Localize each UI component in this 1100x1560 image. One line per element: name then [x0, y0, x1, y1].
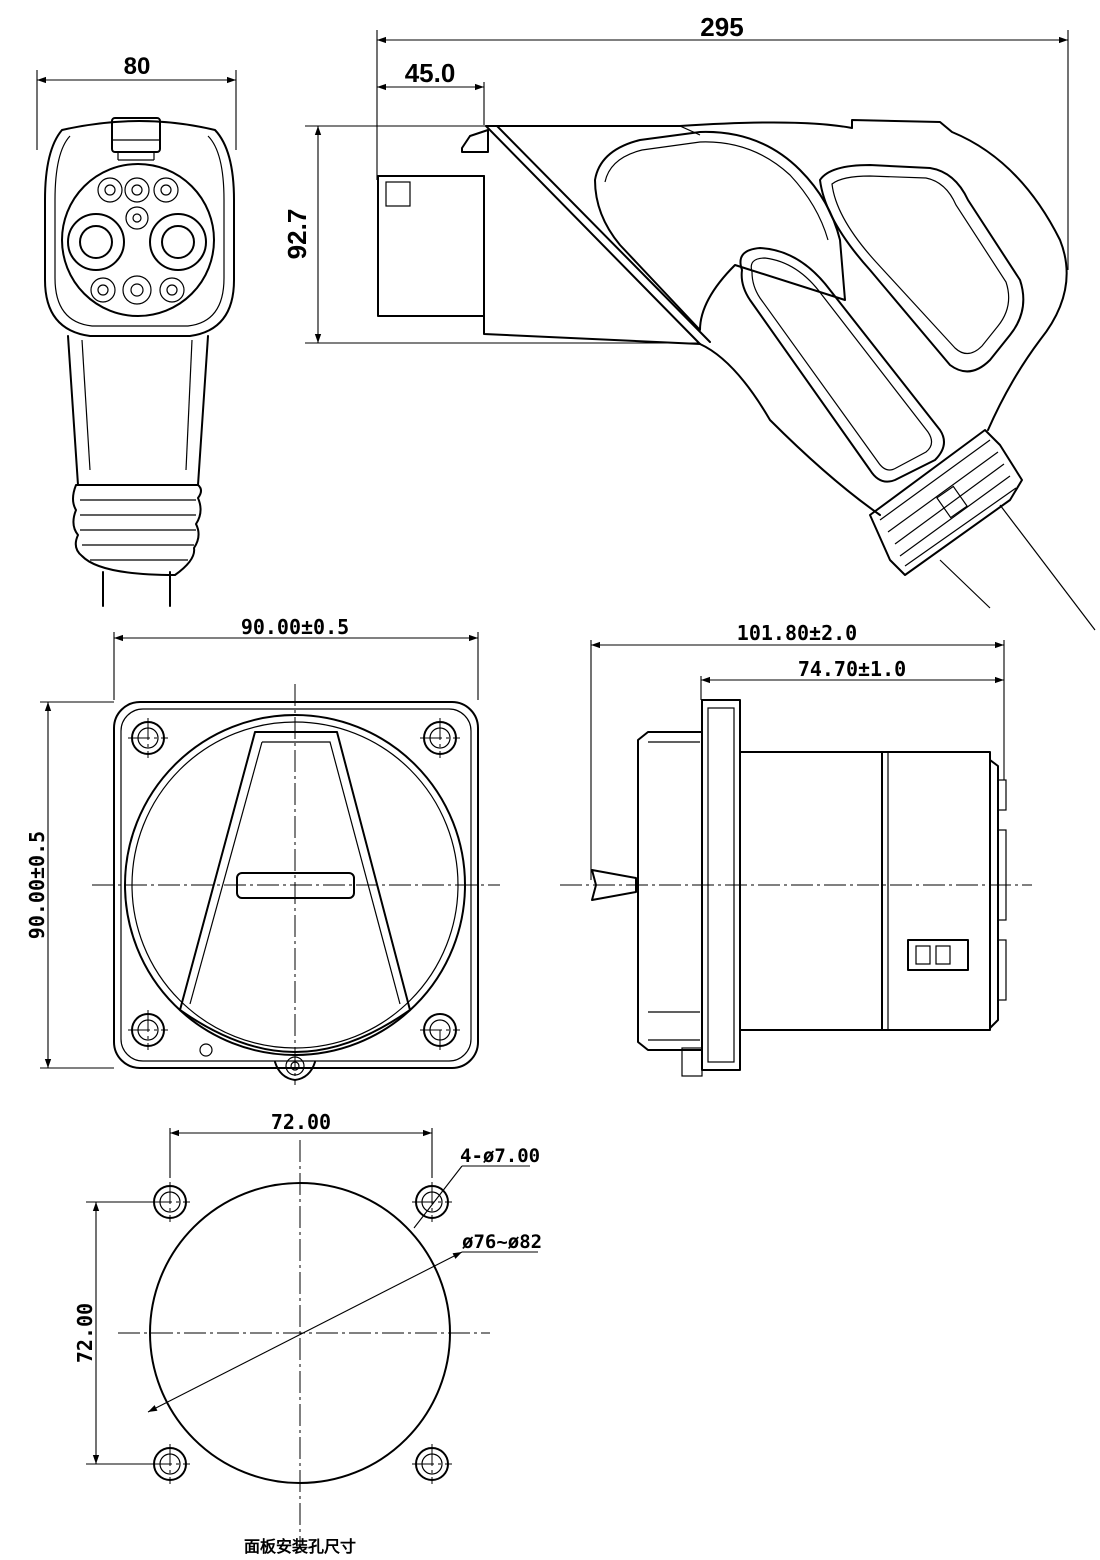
socket-height-dim: 90.00±0.5	[25, 831, 49, 939]
plug-nose-dim: 45.0	[405, 58, 456, 88]
socket-overall-depth-dim: 101.80±2.0	[737, 621, 857, 645]
plug-width-dim: 80	[124, 53, 151, 80]
panel-hole-spacing-v: 72.00	[73, 1303, 97, 1363]
plug-length-dim: 295	[700, 12, 743, 42]
socket-side-view: 101.80±2.0 74.70±1.0	[560, 621, 1032, 1077]
plug-side-view: 295 45.0 92.7	[282, 12, 1096, 631]
plug-front-view: 80	[36, 53, 237, 607]
panel-cutout-callout: ø76~ø82	[462, 1231, 542, 1253]
socket-front-view: 90.00±0.5 90.00±0.5	[25, 615, 500, 1085]
panel-hole-callout: 4-ø7.00	[460, 1145, 540, 1167]
plug-height-dim: 92.7	[282, 209, 312, 260]
panel-cutout-view: 72.00 72.00 4-ø7.00 ø76~ø82 面板安装孔尺寸	[73, 1110, 542, 1556]
socket-width-dim: 90.00±0.5	[241, 615, 349, 639]
panel-caption: 面板安装孔尺寸	[244, 1537, 356, 1556]
socket-body-depth-dim: 74.70±1.0	[798, 657, 906, 681]
panel-hole-spacing-h: 72.00	[271, 1110, 331, 1134]
